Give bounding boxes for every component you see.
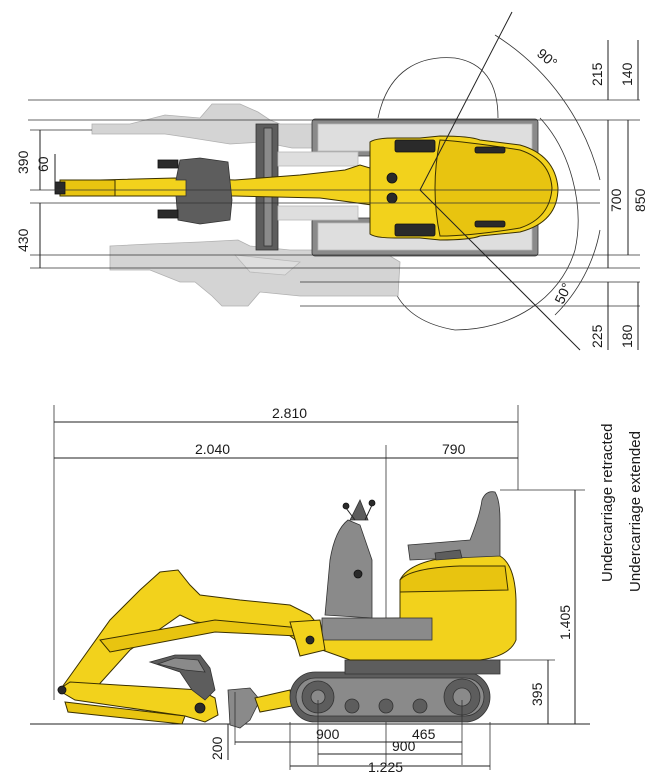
dim-850: 850 (632, 188, 648, 212)
dim-track-900-center: 900 (392, 738, 416, 754)
dim-track-465: 465 (412, 726, 436, 742)
legend-retracted: Undercarriage retracted (599, 424, 616, 582)
operator-seat (407, 491, 501, 561)
dim-225: 225 (589, 324, 605, 348)
dim-700: 700 (608, 188, 624, 212)
dipper-side-view (57, 681, 219, 723)
side-view: 2.810 2.040 790 1.405 395 (30, 405, 590, 775)
dim-140: 140 (619, 62, 635, 86)
angle-50-label: 50° (551, 280, 574, 306)
dim-rear-length: 790 (442, 441, 466, 457)
dim-dig-depth: 200 (209, 736, 225, 760)
undercarriage-frame (344, 659, 501, 675)
undercarriage-legend: Undercarriage retracted Undercarriage ex… (599, 424, 644, 592)
dozer-blade-side-view (227, 687, 261, 729)
legend-extended: Undercarriage extended (627, 431, 644, 592)
dim-215: 215 (589, 62, 605, 86)
dim-390: 390 (15, 150, 31, 174)
boom-top-view (99, 164, 373, 206)
dim-overall-length: 2.810 (272, 405, 307, 421)
dim-track-length: 1.225 (368, 759, 403, 773)
dim-height: 1.405 (557, 605, 573, 640)
dim-clearance-rear: 395 (529, 682, 545, 706)
control-tower (324, 519, 373, 619)
bucket-top-view (175, 157, 233, 225)
dim-430: 430 (15, 228, 31, 252)
dim-track-900-left: 900 (316, 726, 340, 742)
dim-180: 180 (619, 324, 635, 348)
dim-60: 60 (35, 156, 51, 172)
top-view: 90° 50° 390 60 430 215 140 700 850 225 1… (15, 11, 648, 351)
dim-front-length: 2.040 (195, 441, 230, 457)
arm-ghost-bottom (109, 239, 401, 307)
angle-90-label: 90° (534, 45, 561, 71)
